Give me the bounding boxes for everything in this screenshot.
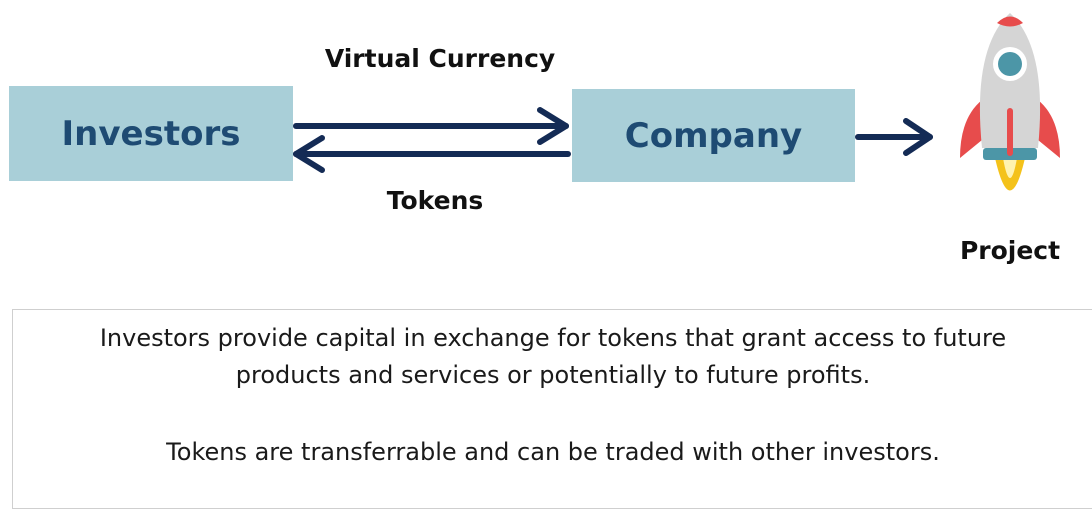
- virtual-currency-label: Virtual Currency: [324, 44, 556, 73]
- description-line-2: products and services or potentially to …: [235, 361, 871, 389]
- investors-node: Investors: [9, 86, 293, 181]
- project-label: Project: [959, 236, 1061, 265]
- company-node: Company: [572, 89, 855, 182]
- arrow-company-to-project: [855, 118, 933, 156]
- tokens-label: Tokens: [386, 186, 484, 215]
- rocket-icon: [960, 13, 1060, 191]
- company-label: Company: [624, 115, 803, 156]
- description-line-3: Tokens are transferrable and can be trad…: [166, 438, 940, 466]
- investors-label: Investors: [61, 113, 241, 154]
- arrows-layer: [293, 107, 933, 173]
- description-line-1: Investors provide capital in exchange fo…: [99, 324, 1007, 352]
- arrow-investors-to-company: [293, 107, 569, 145]
- description-box: Investors provide capital in exchange fo…: [12, 309, 1092, 509]
- arrow-company-to-investors: [293, 135, 571, 173]
